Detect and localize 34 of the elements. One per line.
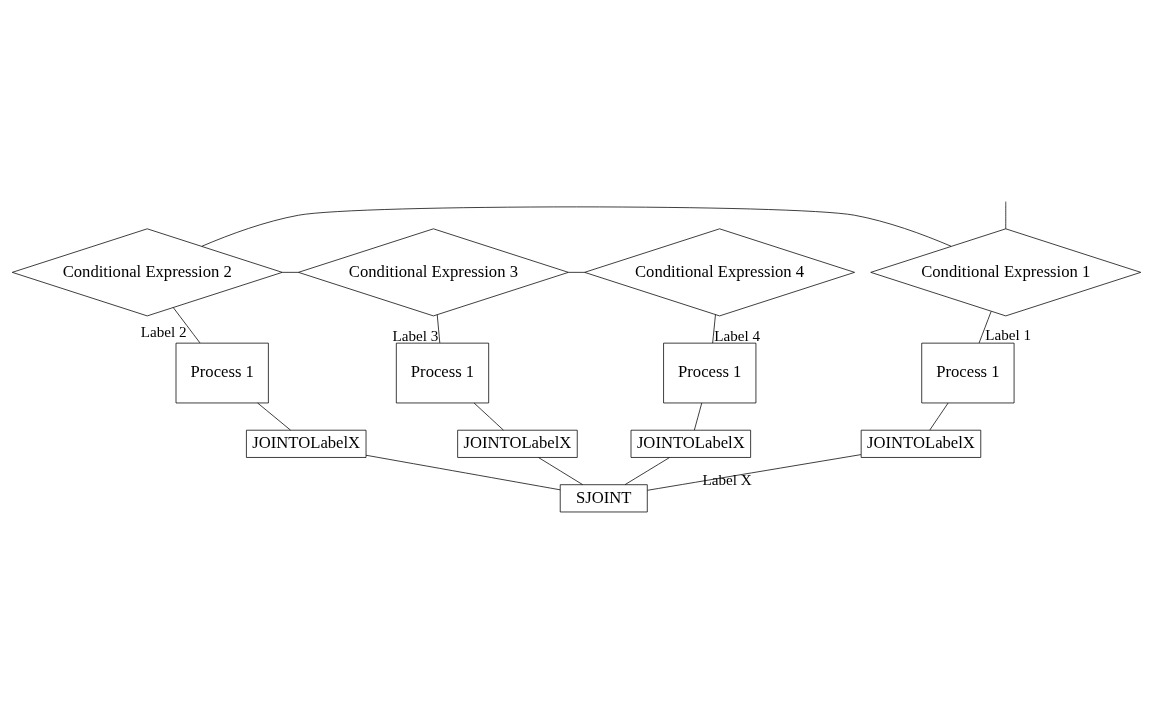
connector <box>978 310 992 343</box>
node-box: JOINTOLabelX <box>457 429 578 458</box>
edge-label: Label X <box>702 471 752 488</box>
connector <box>624 456 670 485</box>
connector <box>1005 200 1007 229</box>
edge-label: Label 4 <box>714 327 761 344</box>
connector <box>473 402 504 430</box>
connector <box>647 453 862 491</box>
edge-label: Label 1 <box>985 326 1032 343</box>
node-box: Process 1 <box>921 342 1015 403</box>
node-box: JOINTOLabelX <box>246 429 367 458</box>
connector <box>694 402 703 430</box>
node-diamond: Conditional Expression 4 <box>584 227 855 316</box>
edge-label: Label 3 <box>392 327 439 344</box>
connector <box>436 314 441 343</box>
edge-label: Label 2 <box>140 323 187 340</box>
connector <box>281 271 299 273</box>
node-diamond: Conditional Expression 1 <box>870 227 1142 316</box>
node-diamond: Conditional Expression 3 <box>298 227 569 316</box>
connector <box>929 402 949 430</box>
node-box: JOINTOLabelX <box>630 429 751 458</box>
node-box: Process 1 <box>395 342 490 403</box>
connector <box>568 271 585 273</box>
node-box: Process 1 <box>175 342 269 403</box>
connector <box>712 313 716 343</box>
node-box: Process 1 <box>663 342 757 403</box>
connector <box>257 402 291 430</box>
node-diamond: Conditional Expression 2 <box>11 227 283 316</box>
connector <box>201 206 952 247</box>
connector <box>172 306 201 343</box>
connector <box>538 456 583 485</box>
node-box: SJOINT <box>559 483 648 512</box>
connector <box>365 454 561 490</box>
node-box: JOINTOLabelX <box>860 429 982 458</box>
